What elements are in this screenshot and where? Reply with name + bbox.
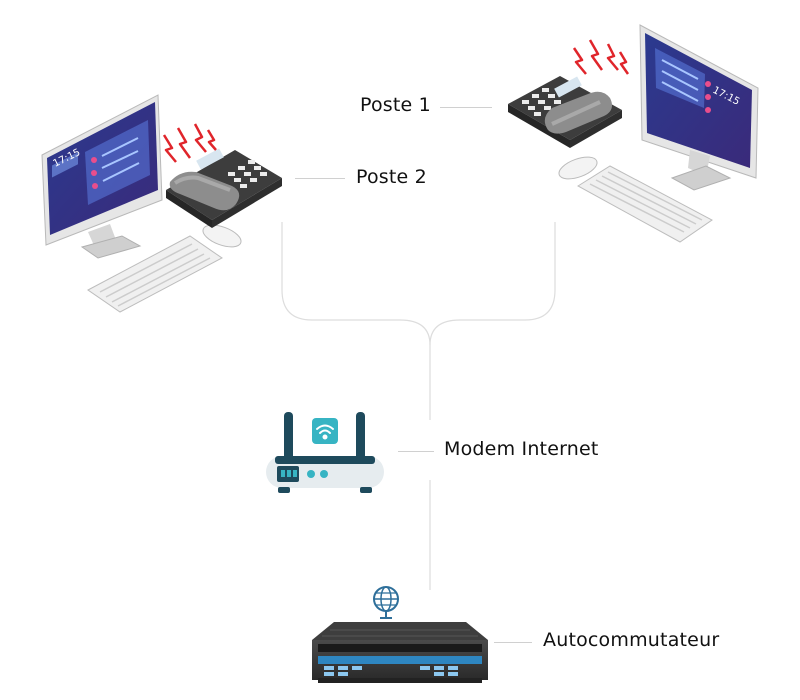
desk-phone-icon: [508, 76, 622, 148]
computer-icon: 17:15: [41, 94, 163, 259]
desk-phone-icon: [166, 148, 282, 228]
globe-icon: [373, 586, 399, 619]
pbx-server-icon: [312, 622, 488, 683]
leader-modem: [398, 451, 434, 452]
leader-poste1: [440, 107, 492, 108]
label-poste2: Poste 2: [356, 166, 427, 188]
ring-signal-icon: [572, 39, 630, 75]
router-icon: [266, 412, 384, 493]
mouse-icon: [202, 224, 242, 248]
keyboard-icon: [577, 165, 713, 243]
mouse-icon: [558, 156, 598, 180]
leader-poste2: [295, 178, 345, 179]
connector-lines: [281, 222, 556, 590]
connector-poste2: [281, 222, 431, 346]
workstation-poste2: 17:15: [41, 94, 282, 313]
keyboard-icon: [87, 235, 223, 313]
workstation-poste1: 17:15: [508, 24, 759, 243]
ring-signal-icon: [162, 123, 217, 163]
label-poste1: Poste 1: [360, 94, 431, 116]
connector-poste1: [429, 222, 556, 346]
wifi-icon: [316, 424, 334, 440]
label-pbx: Autocommutateur: [543, 629, 720, 651]
leader-pbx: [494, 642, 532, 643]
label-modem: Modem Internet: [444, 438, 599, 460]
computer-icon: 17:15: [639, 24, 759, 191]
